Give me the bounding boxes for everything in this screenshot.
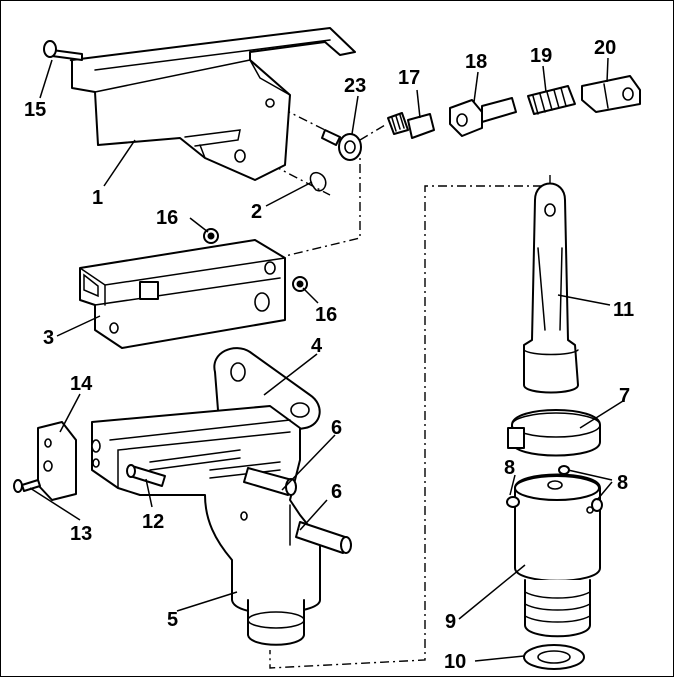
leader-lines xyxy=(29,57,624,662)
callout-15: 15 xyxy=(24,99,46,121)
callout-17: 17 xyxy=(398,67,420,89)
part-3-guide-block xyxy=(79,239,286,349)
callout-1: 1 xyxy=(92,187,103,209)
part-10-washer xyxy=(523,644,585,670)
part-15-pin xyxy=(43,40,83,61)
part-19-spring xyxy=(527,85,576,115)
callout-19: 19 xyxy=(530,45,552,67)
part-16-nut-upper xyxy=(203,228,219,244)
part-9-cylinder xyxy=(514,473,601,638)
part-1-cover xyxy=(71,27,356,181)
callout-7: 7 xyxy=(619,385,630,407)
callout-5: 5 xyxy=(167,609,178,631)
callout-10: 10 xyxy=(444,651,466,673)
part-11-plunger xyxy=(523,182,579,394)
callout-6-lower: 6 xyxy=(331,481,342,503)
callout-20: 20 xyxy=(594,37,616,59)
part-17-set-screw xyxy=(387,112,435,139)
callout-16-upper: 16 xyxy=(156,207,178,229)
callout-18: 18 xyxy=(465,51,487,73)
callout-12: 12 xyxy=(142,511,164,533)
callout-6-upper: 6 xyxy=(331,417,342,439)
part-14-plate xyxy=(37,421,77,501)
part-6-pin-lower xyxy=(295,521,352,554)
callout-4: 4 xyxy=(311,335,323,357)
callout-8-right: 8 xyxy=(617,472,628,494)
callout-11: 11 xyxy=(613,299,634,321)
part-7-ring-clamp xyxy=(507,409,601,457)
callout-9: 9 xyxy=(445,611,456,633)
part-13-screw xyxy=(13,479,41,493)
part-20-clevis xyxy=(581,75,641,113)
callout-23: 23 xyxy=(344,75,366,97)
callout-8-left: 8 xyxy=(504,457,515,479)
callout-16-lower: 16 xyxy=(315,304,337,326)
part-18-threaded-pin xyxy=(449,97,517,137)
callout-3: 3 xyxy=(43,327,54,349)
part-12-pin xyxy=(126,464,166,487)
callout-2: 2 xyxy=(251,201,262,223)
callout-labels: 1 2 3 4 5 6 6 7 8 8 9 10 11 12 13 14 15 … xyxy=(24,37,634,673)
part-2-clip xyxy=(309,171,327,192)
callout-13: 13 xyxy=(70,523,92,545)
callout-14: 14 xyxy=(70,373,93,395)
part-23-screw xyxy=(321,129,362,161)
part-5-main-body xyxy=(91,405,321,646)
